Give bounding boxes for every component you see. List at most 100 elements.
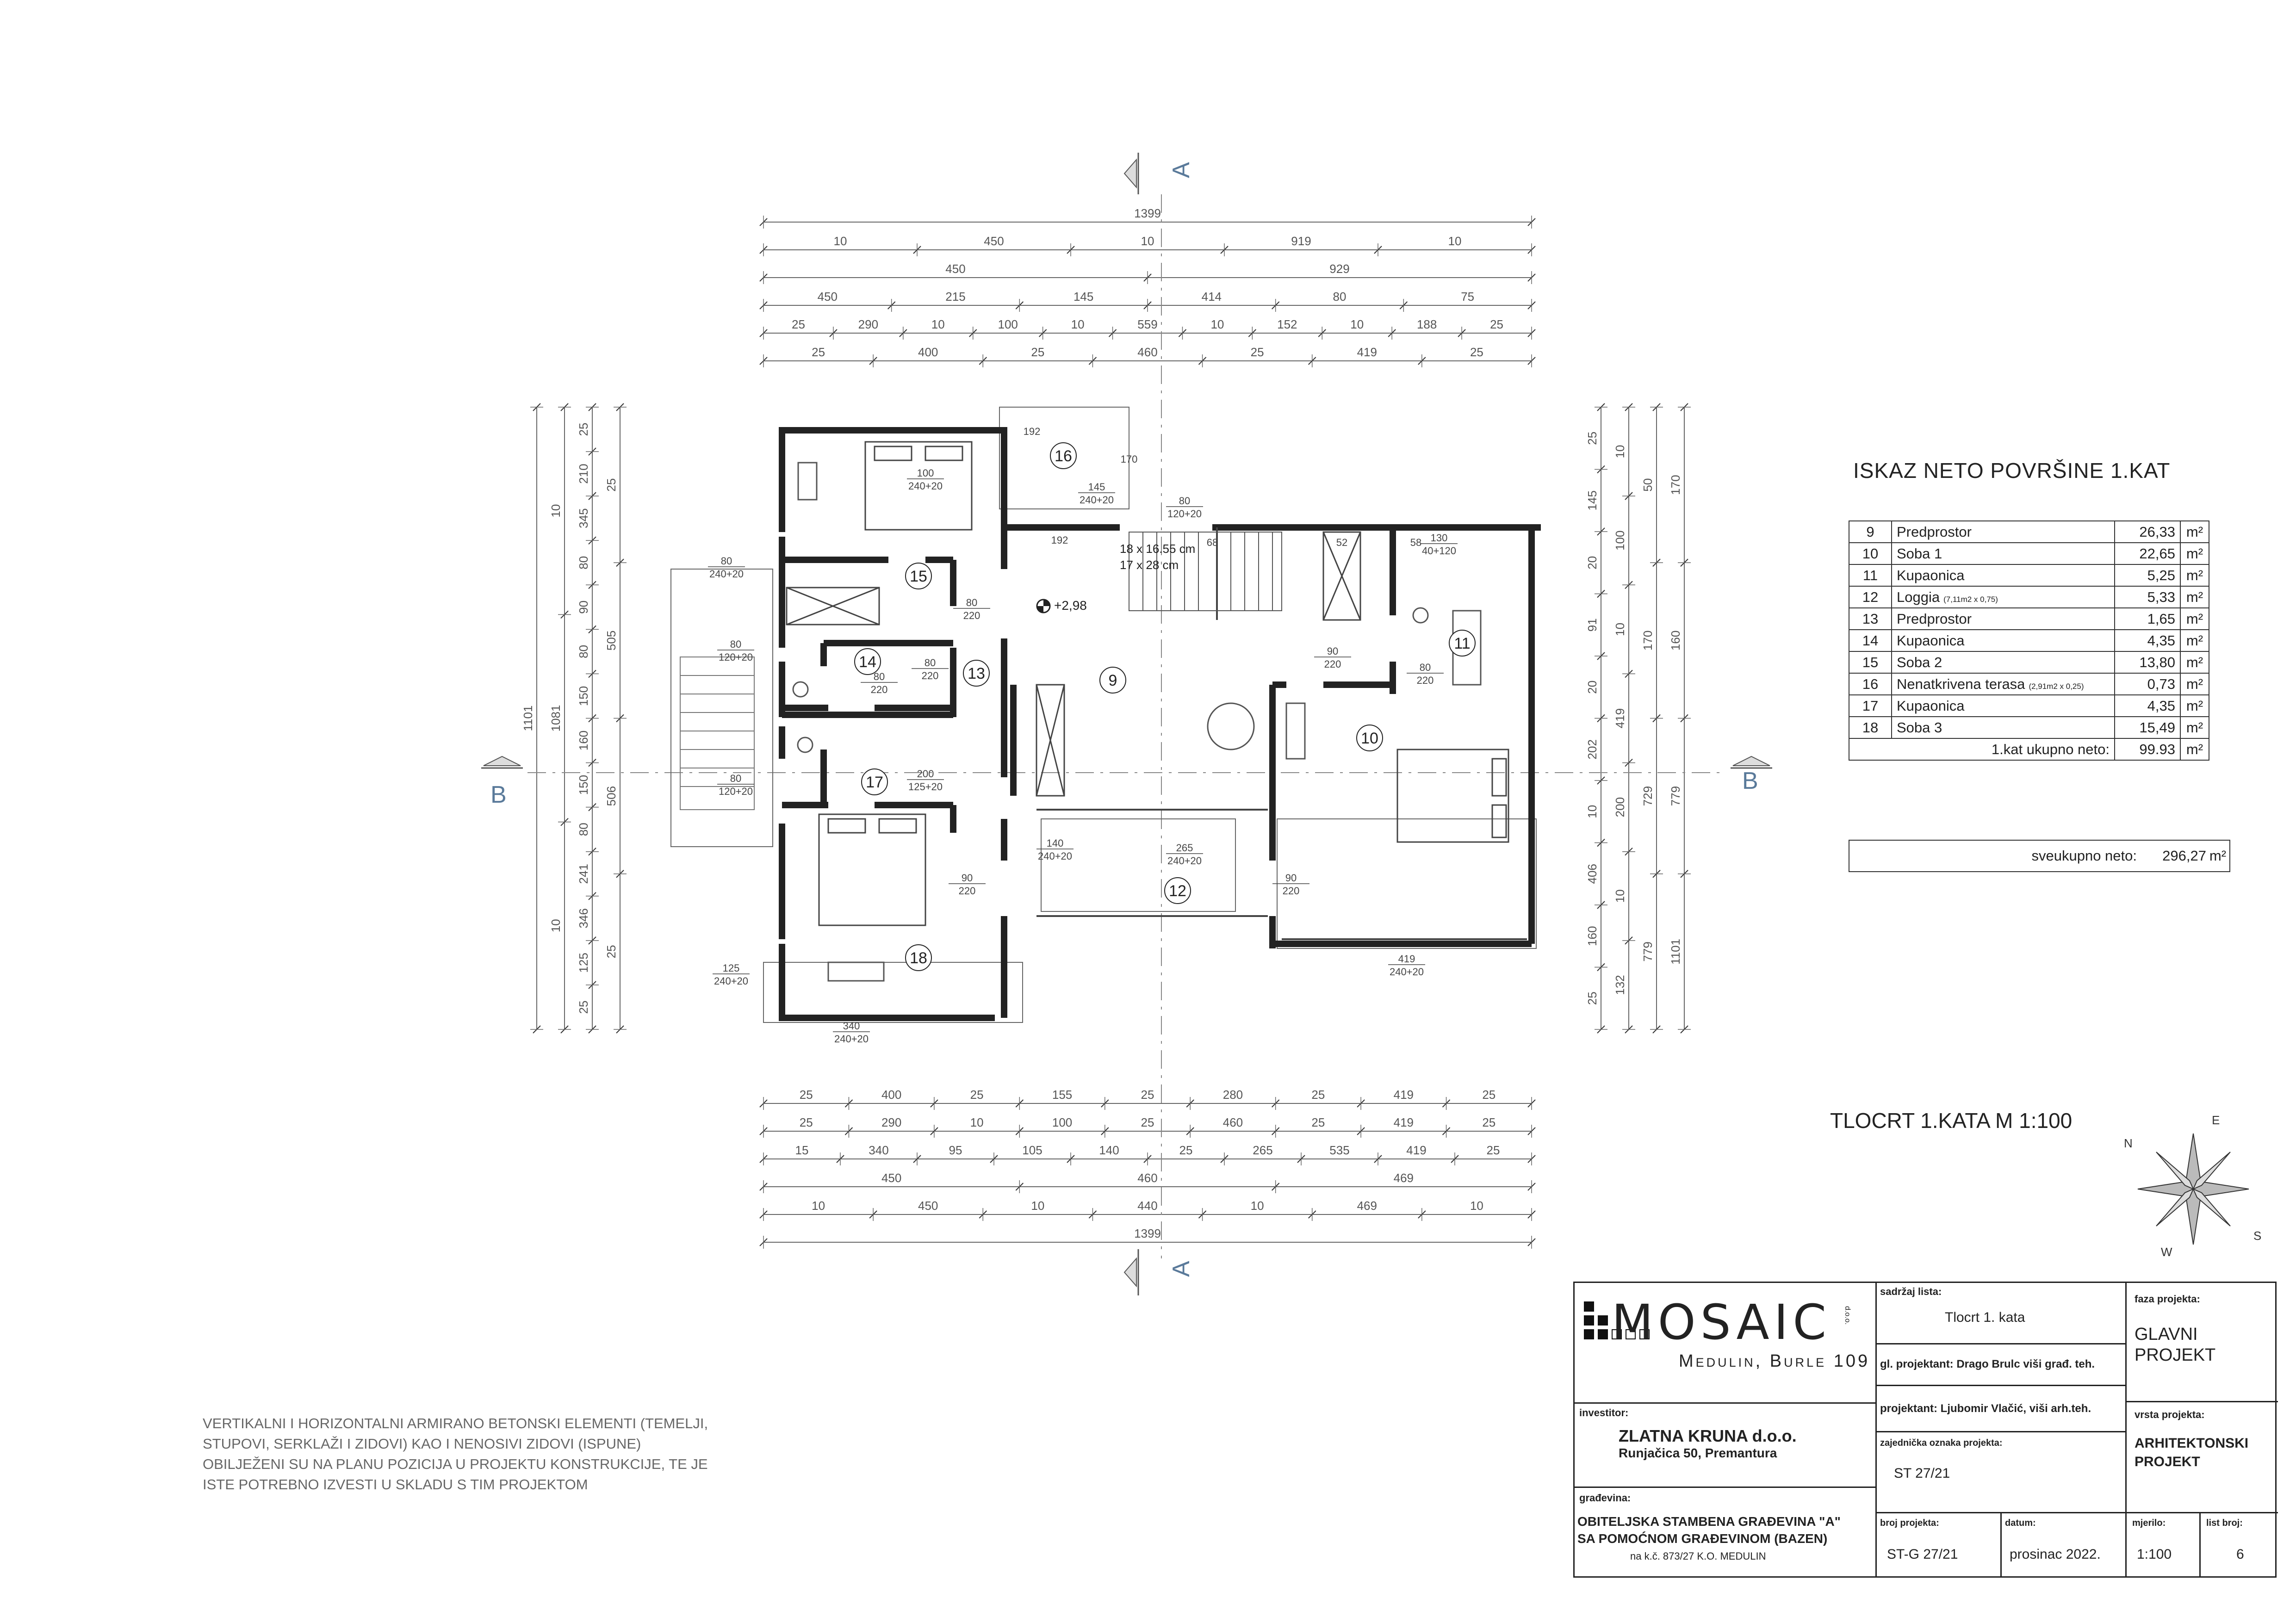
room-bubble-15: 15 xyxy=(905,563,932,589)
grand-total-unit: m² xyxy=(2209,848,2227,864)
room-name: Soba 2 xyxy=(1897,654,1942,670)
room-area: 13,80 xyxy=(2114,651,2181,674)
scale-value: 1:100 xyxy=(2137,1547,2172,1562)
sheet-number-label: list broj: xyxy=(2206,1518,2243,1528)
dimension-label: 25 xyxy=(812,345,825,359)
room-unit: m² xyxy=(2180,716,2209,739)
dimension-label: 152 xyxy=(1277,317,1297,331)
room-name: Kupaonica xyxy=(1897,567,1965,583)
total-value: 99.93 xyxy=(2114,738,2181,761)
section-label-right: B xyxy=(1742,768,1758,794)
room-bubble-number: 9 xyxy=(1109,672,1117,689)
joint-code-label: zajednička oznaka projekta: xyxy=(1880,1438,2003,1448)
dimension-label: 460 xyxy=(1137,1171,1157,1185)
room-name-cell: Kupaonica xyxy=(1891,694,2115,717)
dimension-label: 400 xyxy=(881,1088,901,1102)
section-marker-top: A xyxy=(1123,153,1195,194)
dimension-label: 10 xyxy=(1141,234,1154,248)
opening-height: 120+20 xyxy=(1167,508,1202,520)
dimension-label: 10 xyxy=(1613,445,1627,458)
right-dimension-chains: 2514520912020210406160251010010419200101… xyxy=(1585,403,1691,1034)
room-name-cell: Predprostor xyxy=(1891,607,2115,630)
section-label-bottom: A xyxy=(1168,1261,1195,1277)
room-number: 18 xyxy=(1849,716,1892,739)
phase-line-1: GLAVNI xyxy=(2135,1325,2198,1344)
opening-height: 220 xyxy=(1417,675,1434,686)
area-table-title: ISKAZ NETO POVRŠINE 1.KAT xyxy=(1853,458,2171,483)
opening-width: 90 xyxy=(1285,872,1297,884)
dimension-label: 80 xyxy=(577,645,590,658)
opening-width: 125 xyxy=(723,962,740,974)
dimension-label: 419 xyxy=(1406,1143,1426,1157)
dimension-label: 25 xyxy=(1490,317,1503,331)
room-number: 10 xyxy=(1849,542,1892,565)
dimension-label: 25 xyxy=(1482,1115,1496,1129)
room-name-cell: Soba 3 xyxy=(1891,716,2115,739)
dimension-label: 10 xyxy=(1251,1199,1264,1213)
room-unit: m² xyxy=(2180,651,2209,674)
total-unit: m² xyxy=(2180,738,2209,761)
room-unit: m² xyxy=(2180,564,2209,587)
section-marker-left: B xyxy=(481,756,523,808)
dimension-label: 105 xyxy=(1022,1143,1042,1157)
room-unit: m² xyxy=(2180,673,2209,695)
dimension-label: 450 xyxy=(945,262,965,276)
type-line-2: PROJEKT xyxy=(2135,1454,2200,1469)
joint-code-value: ST 27/21 xyxy=(1894,1466,1950,1481)
logo-squares-icon xyxy=(1584,1301,1653,1357)
room-unit: m² xyxy=(2180,586,2209,608)
room-bubble-11: 11 xyxy=(1449,630,1476,657)
dimension-label: 125 xyxy=(577,953,590,973)
thin-walls xyxy=(1036,527,1527,940)
dimension-label: 10 xyxy=(1585,805,1599,818)
phase-label: faza projekta: xyxy=(2135,1293,2200,1305)
room-bubble-number: 15 xyxy=(910,568,927,585)
room-number: 9 xyxy=(1849,520,1892,543)
room-area: 4,35 xyxy=(2114,629,2181,652)
dimension-label: 80 xyxy=(577,556,590,570)
dimension-label: 10 xyxy=(1613,889,1627,903)
dimension-label: 280 xyxy=(1223,1088,1243,1102)
room-number: 12 xyxy=(1849,586,1892,608)
dimension-label: 160 xyxy=(1669,631,1682,650)
opening-height: 240+20 xyxy=(709,568,744,580)
dimension-label: 90 xyxy=(577,601,590,614)
opening-width: 340 xyxy=(843,1020,860,1032)
dimension-label: 25 xyxy=(1585,432,1599,445)
opening-height: 220 xyxy=(1283,885,1300,897)
section-marker-right: B xyxy=(1731,756,1772,794)
room-bubble-17: 17 xyxy=(861,768,888,795)
dimension-label: 160 xyxy=(577,731,590,750)
total-label: 1.kat ukupno neto: xyxy=(1849,738,2115,761)
stair-spec-1: 18 x 16.55 cm xyxy=(1120,542,1195,556)
dimension-label: 160 xyxy=(1585,926,1599,946)
dimension-label: 290 xyxy=(858,317,878,331)
opening-height: 220 xyxy=(922,670,939,681)
dimension-label: 450 xyxy=(881,1171,901,1185)
opening-label: 192 xyxy=(1051,534,1068,546)
dimension-label: 75 xyxy=(1461,290,1474,304)
note-line: OBILJEŽENI SU NA PLANU POZICIJA U PROJEK… xyxy=(203,1456,708,1472)
room-bubble-12: 12 xyxy=(1164,877,1191,904)
sheet-number: 6 xyxy=(2236,1547,2244,1562)
opening-width: 52 xyxy=(1336,537,1347,548)
room-bubble-10: 10 xyxy=(1356,725,1383,751)
grand-total-label: sveukupno neto: xyxy=(2031,848,2137,864)
opening-height: 125+20 xyxy=(908,781,943,793)
dimension-label: 150 xyxy=(577,686,590,706)
dimension-label: 10 xyxy=(549,919,563,932)
opening-width: 80 xyxy=(721,555,732,567)
dimension-label: 241 xyxy=(577,864,590,884)
opening-height: 240+20 xyxy=(1038,850,1072,862)
dimension-label: 469 xyxy=(1357,1199,1377,1213)
logo-word: MOSAIC xyxy=(1612,1294,1831,1350)
dimension-label: 80 xyxy=(577,823,590,836)
room-bubble-9: 9 xyxy=(1099,667,1126,694)
room-number: 11 xyxy=(1849,564,1892,587)
room-note: (2,91m2 x 0,25) xyxy=(2029,681,2084,691)
project-number-label: broj projekta: xyxy=(1880,1518,1939,1528)
